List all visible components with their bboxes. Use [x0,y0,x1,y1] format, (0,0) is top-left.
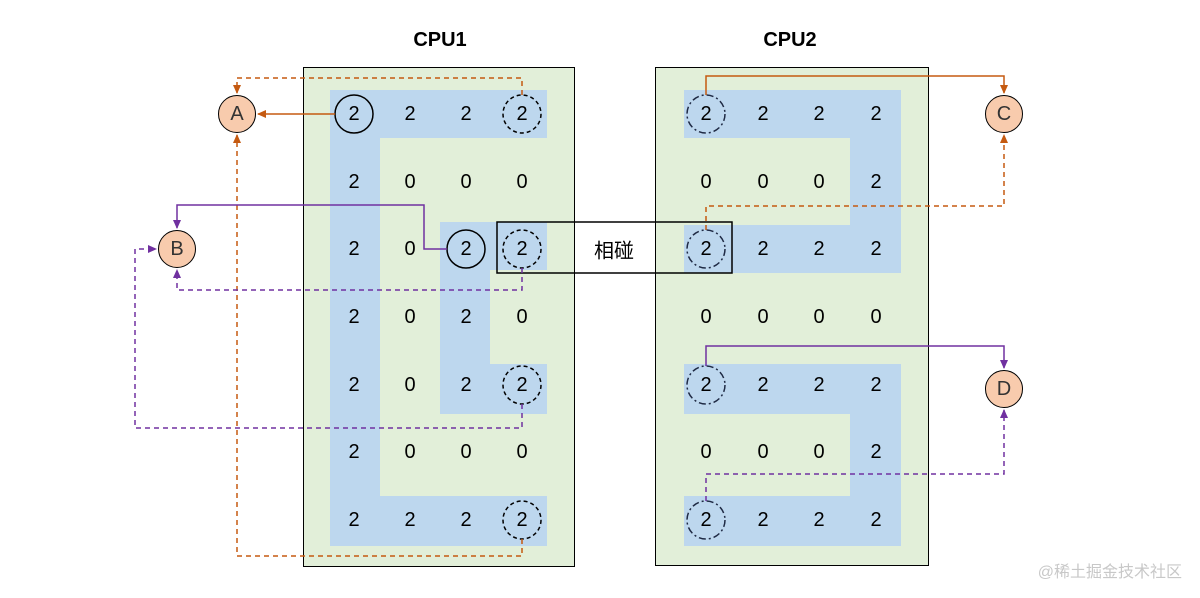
cpu1-cell-r7c3: 2 [460,508,472,531]
link-cpu1-topright-to-A [233,77,523,95]
node-c: C [985,95,1023,133]
cpu2-cell-r7c2: 2 [757,508,769,531]
cpu2-cell-r6c2: 0 [757,440,769,463]
cpu2-cell-r4c4: 0 [870,305,882,328]
link-cpu1-inner-to-B [173,204,447,250]
node-d: D [985,370,1023,408]
cpu1-cell-r5c4: 2 [516,373,528,396]
cpu2-cell-r1c3: 2 [813,102,825,125]
cpu1-cell-r3c2: 0 [404,237,416,260]
cpu2-cell-r7c4: 2 [870,508,882,531]
cpu2-cell-r6c3: 0 [813,440,825,463]
cpu2-cell-r3c3: 2 [813,237,825,260]
cpu2-cell-r5c1: 2 [700,373,712,396]
cpu2-cell-r2c1: 0 [700,170,712,193]
cpu2-cell-r5c4: 2 [870,373,882,396]
cpu1-cell-r6c4: 0 [516,440,528,463]
cpu1-cell-r3c1: 2 [348,237,360,260]
cpu2-cell-r6c4: 2 [870,440,882,463]
cpu1-cell-r1c1: 2 [348,102,360,125]
cpu2-cell-r1c2: 2 [757,102,769,125]
cpu1-cell-r7c4: 2 [516,508,528,531]
cpu1-cell-r1c2: 2 [404,102,416,125]
cpu2-cell-r1c1: 2 [700,102,712,125]
cpu2-cell-r7c3: 2 [813,508,825,531]
orange-links [233,75,1008,557]
cpu1-cell-r2c1: 2 [348,170,360,193]
cpu2-cell-r3c2: 2 [757,237,769,260]
link-cpu1-meet-to-B [173,268,523,291]
cpu2-regions [684,90,901,546]
cpu1-cell-r6c3: 0 [460,440,472,463]
link-cpu1-mid-to-B [134,245,523,429]
cpu2-cell-r5c3: 2 [813,373,825,396]
dashed-circles-cpu2 [686,94,726,540]
cpu1-cell-r5c1: 2 [348,373,360,396]
cpu1-cell-r2c4: 0 [516,170,528,193]
watermark: @稀土掘金技术社区 [1037,564,1182,581]
cpu2-cell-r2c2: 0 [757,170,769,193]
cpu1-cell-r2c3: 0 [460,170,472,193]
link-cpu2-to-D [705,345,1008,369]
cpu1-cell-r7c1: 2 [348,508,360,531]
cpu1-cell-r7c2: 2 [404,508,416,531]
link-cpu2-to-C [705,75,1008,95]
cpu1-cell-r2c2: 0 [404,170,416,193]
cpu1-regions [330,90,547,546]
cpu1-cell-r4c1: 2 [348,305,360,328]
cpu2-cell-r4c3: 0 [813,305,825,328]
cpu1-cell-r5c3: 2 [460,373,472,396]
cpu1-cell-r3c3: 2 [460,237,472,260]
cpu1-cell-r4c2: 0 [404,305,416,328]
cpu2-cell-r4c1: 0 [700,305,712,328]
cpu2-cell-r3c1: 2 [700,237,712,260]
cpu2-cell-r1c4: 2 [870,102,882,125]
cpu1-title: CPU1 [413,29,467,51]
cpu1-cell-r6c1: 2 [348,440,360,463]
node-a: A [218,95,256,133]
link-cpu2-meet-to-C [705,134,1008,230]
cpu2-cell-r7c1: 2 [700,508,712,531]
meet-label: 相碰 [594,240,634,263]
cpu1-cell-r1c4: 2 [516,102,528,125]
cpu1-cell-r5c2: 0 [404,373,416,396]
cpu1-cell-r4c3: 2 [460,305,472,328]
cpu2-cell-r3c4: 2 [870,237,882,260]
cpu2-title: CPU2 [763,29,817,51]
cpu1-cell-r6c2: 0 [404,440,416,463]
link-cpu2-bottom-to-D [705,409,1008,501]
cpu1-cell-r3c4: 2 [516,237,528,260]
cpu2-cell-r5c2: 2 [757,373,769,396]
purple-links [134,204,1008,501]
node-b: B [158,230,196,268]
cpu1-cell-r1c3: 2 [460,102,472,125]
meet-box [496,221,733,274]
cpu2-cell-r2c4: 2 [870,170,882,193]
cpu2-cell-r4c2: 0 [757,305,769,328]
cpu2-cell-r6c1: 0 [700,440,712,463]
cpu1-cell-r4c4: 0 [516,305,528,328]
cpu2-cell-r2c3: 0 [813,170,825,193]
